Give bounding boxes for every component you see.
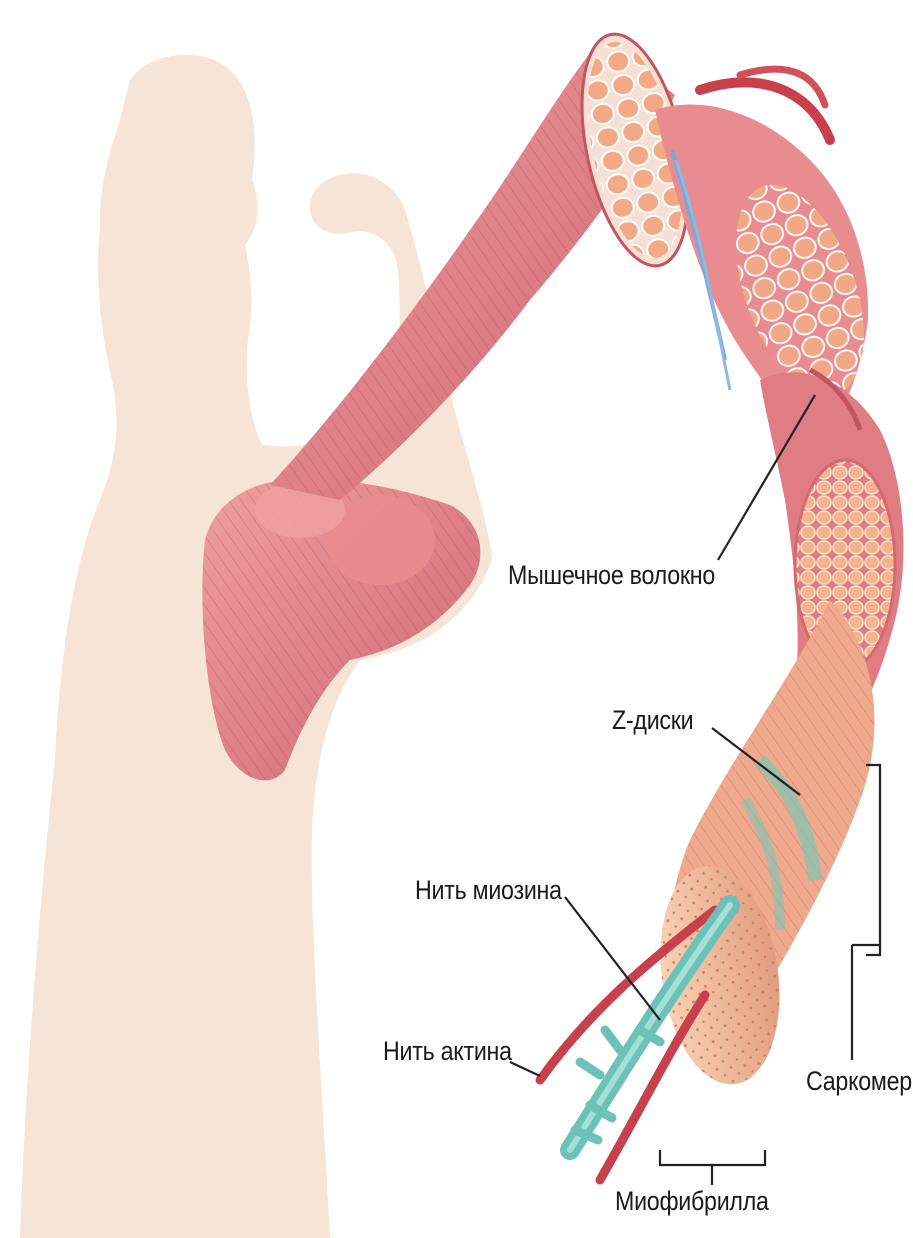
- myofibril: [647, 600, 874, 1092]
- bracket-sarcomere: [866, 765, 880, 955]
- bracket-myofibril: [660, 1150, 765, 1165]
- shoulder-muscles: [202, 480, 480, 781]
- label-myofibril: Миофибрилла: [615, 1186, 769, 1217]
- label-actin-filament: Нить актина: [383, 1036, 512, 1067]
- leader-actin: [510, 1062, 540, 1076]
- label-muscle-fiber: Мышечное волокно: [508, 560, 715, 591]
- label-sarcomere: Саркомер: [806, 1066, 912, 1097]
- label-myosin-filament: Нить миозина: [415, 875, 562, 906]
- label-z-discs: Z-диски: [612, 705, 693, 736]
